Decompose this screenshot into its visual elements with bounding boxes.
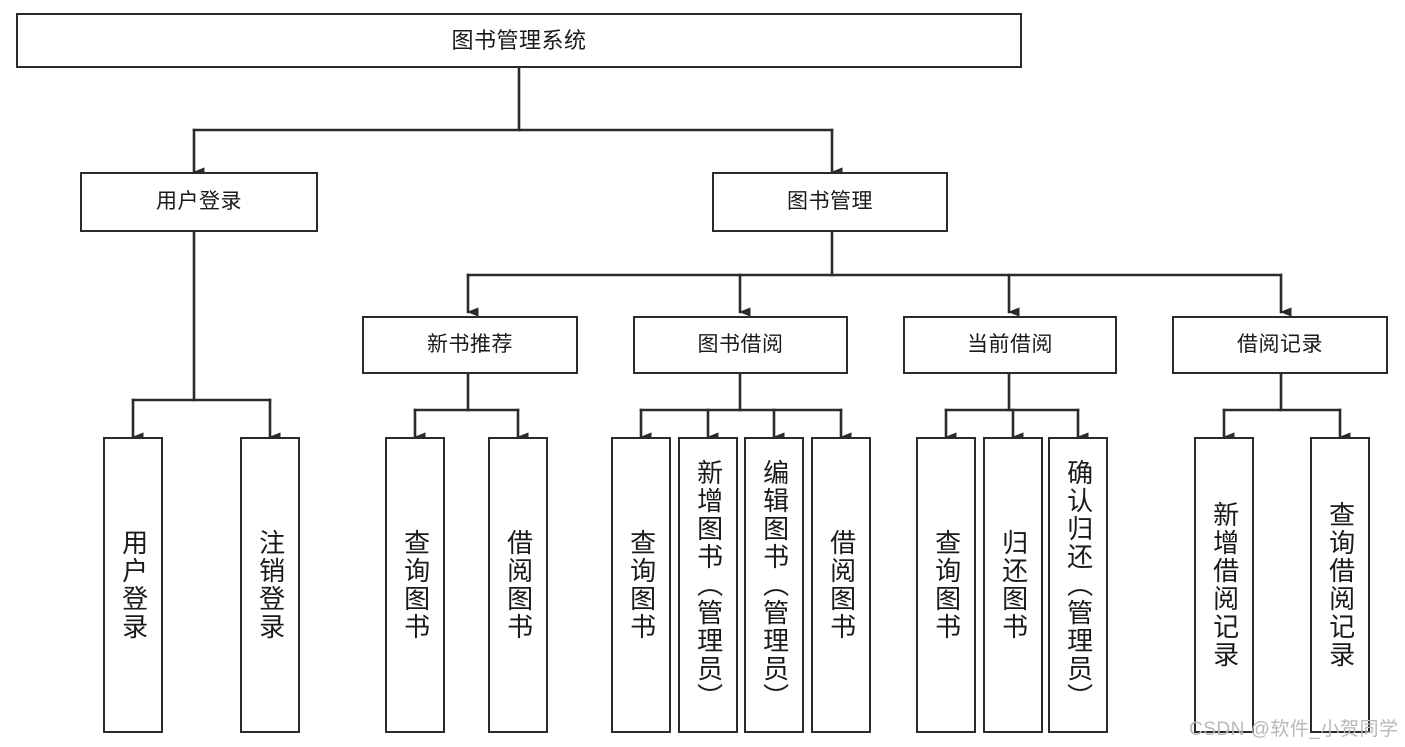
node-label: 查询图书 [400, 529, 431, 641]
node-current-borrow[interactable]: 当前借阅 [903, 316, 1117, 374]
leaf-query-book-recommend[interactable]: 查询图书 [385, 437, 445, 733]
node-label: 查询图书 [626, 529, 657, 641]
leaf-user-login[interactable]: 用户登录 [103, 437, 163, 733]
node-label: 确认归还（管理员） [1063, 459, 1094, 711]
leaf-add-borrow-record[interactable]: 新增借阅记录 [1194, 437, 1254, 733]
leaf-return-book[interactable]: 归还图书 [983, 437, 1043, 733]
node-user-login[interactable]: 用户登录 [80, 172, 318, 232]
node-borrow-records[interactable]: 借阅记录 [1172, 316, 1388, 374]
node-label: 新增图书（管理员） [693, 459, 724, 711]
node-label: 用户登录 [118, 529, 149, 641]
node-label: 新书推荐 [427, 332, 513, 356]
leaf-logout[interactable]: 注销登录 [240, 437, 300, 733]
leaf-edit-book-admin[interactable]: 编辑图书（管理员） [744, 437, 804, 733]
node-label: 当前借阅 [967, 332, 1053, 356]
node-label: 归还图书 [998, 529, 1029, 641]
node-label: 查询图书 [931, 529, 962, 641]
leaf-add-book-admin[interactable]: 新增图书（管理员） [678, 437, 738, 733]
node-label: 用户登录 [156, 189, 242, 213]
leaf-query-book-current[interactable]: 查询图书 [916, 437, 976, 733]
node-new-book-recommend[interactable]: 新书推荐 [362, 316, 578, 374]
leaf-query-book-borrow[interactable]: 查询图书 [611, 437, 671, 733]
node-label: 借阅记录 [1237, 332, 1323, 356]
node-label: 图书借阅 [697, 332, 784, 356]
leaf-confirm-return-admin[interactable]: 确认归还（管理员） [1048, 437, 1108, 733]
node-label: 借阅图书 [503, 529, 534, 641]
node-book-management[interactable]: 图书管理 [712, 172, 948, 232]
node-label: 新增借阅记录 [1209, 501, 1240, 669]
node-label: 图书管理系统 [451, 27, 587, 53]
leaf-query-borrow-record[interactable]: 查询借阅记录 [1310, 437, 1370, 733]
node-label: 借阅图书 [826, 529, 857, 641]
leaf-borrow-book[interactable]: 借阅图书 [811, 437, 871, 733]
node-root-system[interactable]: 图书管理系统 [16, 13, 1022, 68]
leaf-borrow-book-recommend[interactable]: 借阅图书 [488, 437, 548, 733]
node-label: 编辑图书（管理员） [759, 459, 790, 711]
node-label: 图书管理 [787, 189, 873, 213]
node-book-borrow[interactable]: 图书借阅 [633, 316, 848, 374]
node-label: 查询借阅记录 [1325, 501, 1356, 669]
node-label: 注销登录 [255, 529, 286, 641]
